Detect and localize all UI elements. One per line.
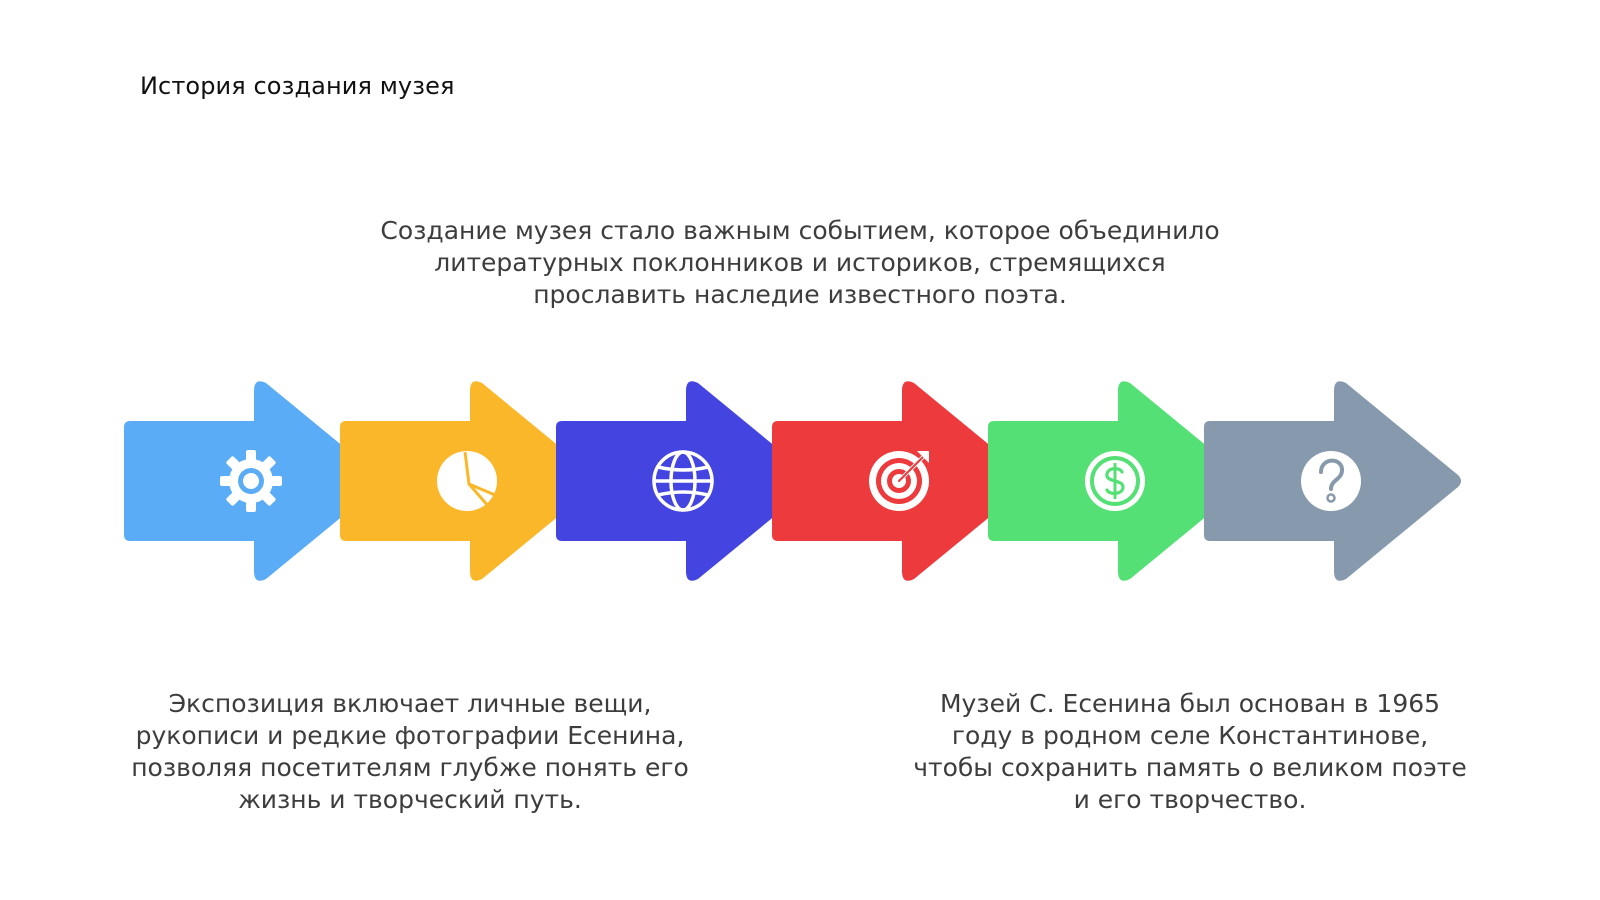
question-icon — [1301, 451, 1361, 511]
process-arrow — [556, 381, 813, 581]
globe-icon — [652, 450, 714, 512]
founding-text: Музей С. Есенина был основан в 1965 году… — [913, 689, 1467, 814]
process-arrow — [124, 381, 381, 581]
exposition-text: Экспозиция включает личные вещи, рукопис… — [131, 689, 689, 814]
gear-icon — [220, 450, 282, 512]
process-arrow — [988, 381, 1245, 581]
process-arrow — [340, 381, 597, 581]
target-icon — [869, 451, 929, 511]
intro-text: Создание музея стало важным событием, ко… — [380, 216, 1220, 309]
process-arrow — [1204, 381, 1461, 581]
dollar-coin-icon — [1085, 451, 1145, 511]
pie-chart-icon — [437, 451, 497, 511]
page-title: История создания музея — [140, 72, 455, 100]
process-arrow — [772, 381, 1029, 581]
